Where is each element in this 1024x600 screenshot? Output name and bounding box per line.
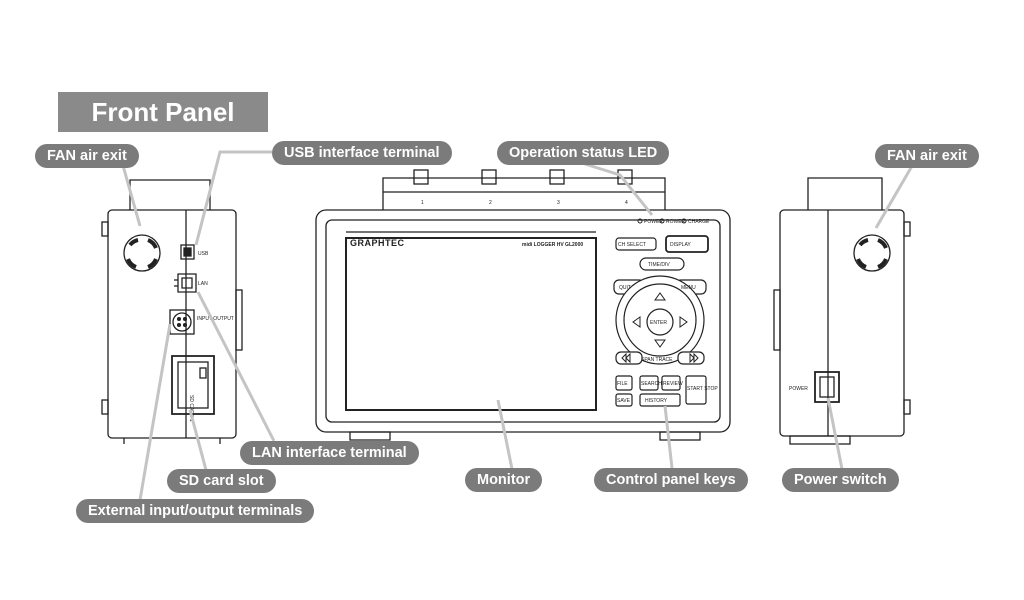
rewind-icon (621, 352, 631, 364)
search-key-label: SEARCH (641, 381, 662, 387)
enter-key-label: ENTER (650, 320, 667, 326)
charge-led-label: CHARGE (688, 219, 710, 225)
leader-sd (188, 409, 208, 471)
save-key[interactable] (615, 393, 633, 407)
callout-fan-air-exit-right: FAN air exit (875, 144, 979, 168)
channel-4-label: 4 (625, 200, 628, 206)
quit-key-label: QUIT (619, 285, 631, 291)
callout-external-io: External input/output terminals (76, 499, 315, 523)
power-led-icon (637, 218, 643, 224)
leader-led (584, 162, 654, 216)
model-label: midi LOGGER HV GL2000 (522, 242, 583, 248)
leader-lines (120, 150, 914, 501)
arrow-up-icon (654, 292, 666, 301)
leader-keys (663, 405, 674, 469)
leader-fan-left (120, 161, 142, 227)
lan-port-icon (174, 273, 197, 293)
callout-fan-air-exit-left: FAN air exit (35, 144, 139, 168)
file-key[interactable] (615, 375, 633, 391)
search-key[interactable] (639, 375, 659, 391)
rower-led-icon (659, 218, 665, 224)
usb-port-label: USB (198, 251, 209, 257)
usb-port-icon (180, 244, 195, 260)
sd-slot-label: SD CARD 1 (188, 395, 194, 422)
callout-control-panel-keys: Control panel keys (594, 468, 748, 492)
io-port-label: INPUT OUTPUT (197, 316, 234, 322)
leader-monitor (496, 399, 514, 470)
review-key[interactable] (661, 375, 681, 391)
io-connector-icon (169, 309, 195, 335)
leader-lan (196, 291, 276, 442)
history-key[interactable] (639, 393, 681, 407)
fan-vent-left-icon (123, 234, 161, 272)
start-stop-key[interactable] (685, 375, 707, 405)
leader-usb (194, 150, 272, 246)
left-side-view (101, 179, 243, 444)
channel-2-label: 2 (489, 200, 492, 206)
callout-sd-card-slot: SD card slot (167, 469, 276, 493)
menu-key-label: MENU (681, 285, 696, 291)
page-title: Front Panel (58, 92, 268, 132)
save-key-label: SAVE (617, 398, 631, 404)
start-stop-key-label: START STOP (687, 386, 718, 392)
callout-operation-status-led: Operation status LED (497, 141, 670, 165)
arrow-down-icon (654, 339, 666, 348)
arrow-left-icon (632, 316, 641, 328)
rower-led-label: ROWER (666, 219, 686, 225)
sd-card-slot-icon (171, 355, 215, 415)
ch-select-key-label: CH SELECT (618, 242, 646, 248)
power-led-label: POWER (644, 219, 663, 225)
channel-3-label: 3 (557, 200, 560, 206)
monitor-screen (345, 237, 597, 411)
fan-vent-right-icon (853, 234, 891, 272)
forward-key[interactable] (677, 351, 705, 365)
display-key[interactable] (665, 235, 709, 253)
charge-led-icon (681, 218, 687, 224)
right-side-view (773, 177, 911, 445)
channel-1-label: 1 (421, 200, 424, 206)
arrow-keys (621, 292, 699, 364)
arrow-right-icon (679, 316, 688, 328)
forward-icon (689, 352, 699, 364)
span-trace-label: SPAN TRACE (641, 357, 673, 363)
callout-power-switch: Power switch (782, 468, 899, 492)
lan-port-label: LAN (198, 281, 208, 287)
ch-select-key[interactable] (615, 237, 657, 251)
timediv-key-label: TIME/DIV (648, 262, 670, 268)
leader-ext (138, 323, 172, 501)
rewind-key[interactable] (615, 351, 643, 365)
leader-power (826, 397, 844, 470)
callout-usb-interface: USB interface terminal (272, 141, 452, 165)
display-key-label: DISPLAY (670, 242, 691, 248)
status-leds (637, 218, 687, 224)
review-key-label: REVIEW (663, 381, 683, 387)
enter-key[interactable] (646, 308, 674, 336)
power-switch-icon[interactable] (814, 371, 840, 403)
leader-fan-right (874, 165, 914, 229)
file-key-label: FILE (617, 381, 628, 387)
brand-label: GRAPHTEC (350, 238, 405, 248)
history-key-label: HISTORY (645, 398, 668, 404)
callout-lan-interface: LAN interface terminal (240, 441, 419, 465)
callout-monitor: Monitor (465, 468, 543, 492)
power-switch-label: POWER (789, 386, 808, 392)
timediv-key[interactable] (639, 257, 685, 271)
